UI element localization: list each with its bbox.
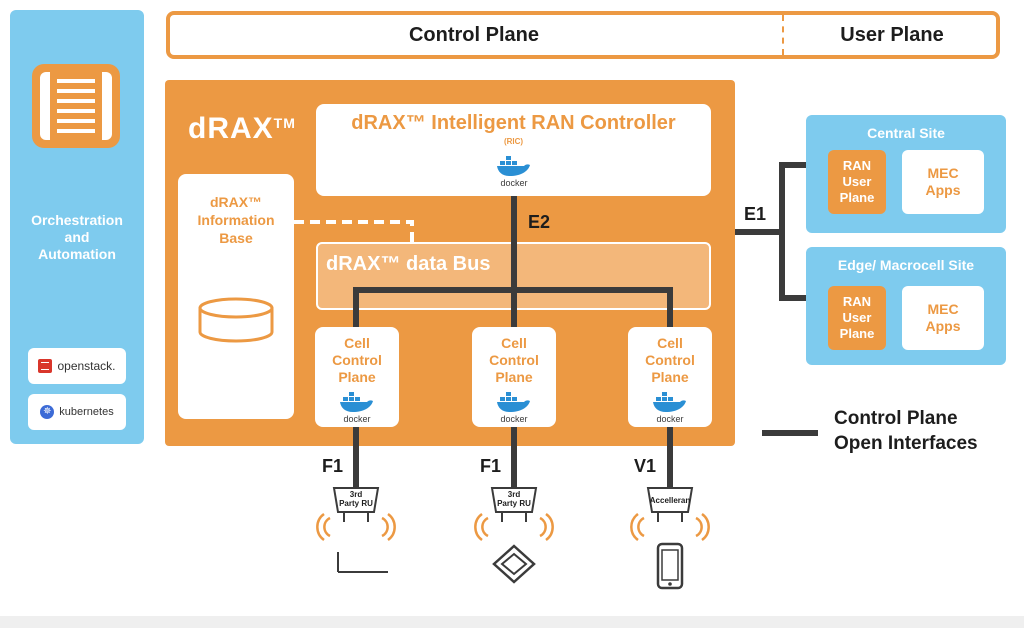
user-plane-header: User Plane xyxy=(840,24,944,46)
smartphone-icon xyxy=(656,542,684,590)
information-base-box xyxy=(178,174,294,419)
plane-bar xyxy=(166,11,1000,59)
data-bus-label: dRAX™ data Bus xyxy=(326,253,491,275)
radio-unit-icon xyxy=(316,487,396,542)
ric-title: dRAX™ Intelligent RAN Controller xyxy=(351,112,676,134)
v1-label: V1 xyxy=(634,456,657,476)
diamond-device-icon xyxy=(492,544,536,584)
e2-label: E2 xyxy=(528,212,551,232)
legend-label: Control Plane Open Interfaces xyxy=(834,408,978,454)
docker-icon: docker xyxy=(340,392,373,424)
orchestration-label: Orchestration and Automation xyxy=(31,212,123,262)
f1-label-left: F1 xyxy=(322,456,344,476)
footer-strip xyxy=(0,616,1024,628)
radio-unit-icon xyxy=(630,487,710,542)
signal-waves-icon xyxy=(316,512,396,542)
ru-label-3: Accelleran xyxy=(649,496,691,505)
signal-waves-icon xyxy=(630,512,710,542)
kubernetes-icon: ✵ xyxy=(40,405,55,419)
radio-unit-icon xyxy=(474,487,554,542)
docker-label: docker xyxy=(500,414,527,424)
docker-label: docker xyxy=(343,414,370,424)
information-base-title: dRAX™ Information Base xyxy=(197,194,275,246)
signal-waves-icon xyxy=(474,512,554,542)
central-site-title: Central Site xyxy=(867,125,945,141)
drax-title: dRAXTM xyxy=(188,112,296,145)
docker-label: docker xyxy=(500,178,527,188)
docker-icon: docker xyxy=(497,156,530,188)
docker-label: docker xyxy=(656,414,683,424)
ric-box xyxy=(316,104,711,196)
openstack-icon xyxy=(38,359,53,373)
server-rack-icon xyxy=(32,64,120,148)
antenna-icon xyxy=(337,552,388,573)
docker-icon: docker xyxy=(497,392,530,424)
control-plane-header: Control Plane xyxy=(408,24,539,46)
e1-label: E1 xyxy=(744,204,767,224)
f1-label-center: F1 xyxy=(480,456,502,476)
kubernetes-logo: ✵ kubernetes xyxy=(28,394,126,430)
database-icon xyxy=(198,297,274,343)
legend-line xyxy=(762,430,818,436)
docker-icon: docker xyxy=(653,392,686,424)
edge-site-title: Edge/ Macrocell Site xyxy=(837,257,975,273)
plane-divider xyxy=(782,15,784,55)
ric-subtitle: (RIC) xyxy=(503,137,524,146)
openstack-logo: openstack. xyxy=(28,348,126,384)
